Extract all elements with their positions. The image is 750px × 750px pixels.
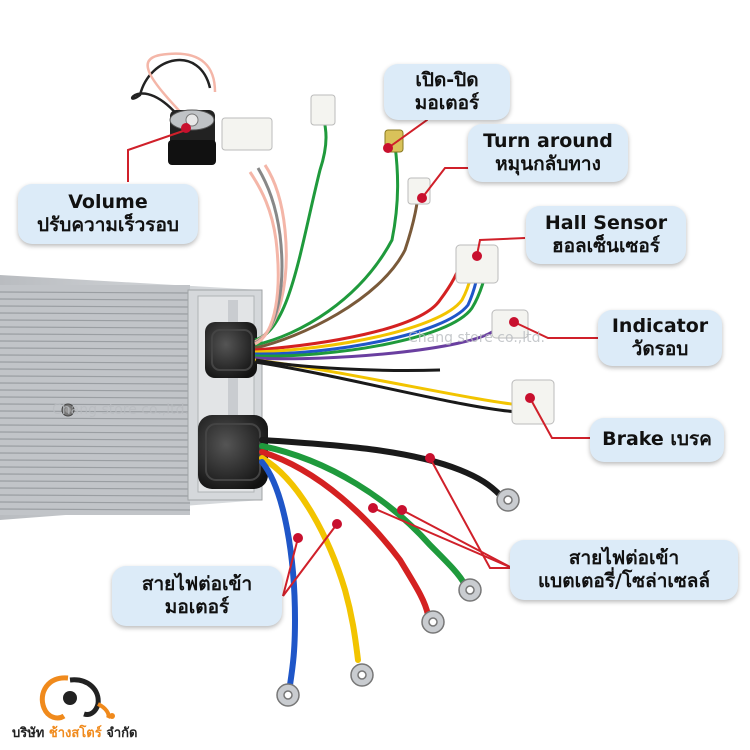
watermark-text: Chang store co.,ltd. <box>408 330 545 346</box>
callout-volume: Volume ปรับความเร็วรอบ <box>18 184 198 244</box>
volume-connector <box>221 117 273 151</box>
fin-line <box>0 389 191 392</box>
callout-line: วัดรอบ <box>631 338 689 360</box>
fin-line <box>0 319 191 322</box>
motor-switch-connector <box>310 94 336 126</box>
fin-line <box>0 312 191 315</box>
callout-line: สายไฟต่อเข้า <box>141 572 253 595</box>
fin-line <box>0 333 191 336</box>
fin-line <box>0 424 191 427</box>
fin-line <box>0 305 191 308</box>
controller-body <box>0 275 268 520</box>
fin-line <box>0 396 191 399</box>
callout-motor-wires: สายไฟต่อเข้า มอเตอร์ <box>112 566 282 626</box>
fin-line <box>0 403 191 406</box>
callout-line: มอเตอร์ <box>164 596 230 618</box>
company-suffix: จำกัด <box>106 726 138 741</box>
callout-line: Volume <box>68 190 148 213</box>
callout-battery-wires: สายไฟต่อเข้า แบตเตอรี่/โซล่าเซลล์ <box>510 540 738 600</box>
leader-dots <box>181 123 535 543</box>
callout-indicator: Indicator วัดรอบ <box>598 310 722 366</box>
company-prefix: บริษัท <box>12 726 45 741</box>
callout-line: เปิด-ปิด <box>415 68 479 91</box>
fin-line <box>0 340 191 343</box>
fin-line <box>0 410 191 413</box>
fin-line <box>0 501 191 504</box>
fin-line <box>0 298 191 301</box>
fin-line <box>0 361 191 364</box>
fin-line <box>0 480 191 483</box>
upper-cable-gland <box>205 322 257 378</box>
callout-line: Brake เบรค <box>602 428 712 451</box>
fin-line <box>0 375 191 378</box>
fin-line <box>0 494 191 497</box>
hall-sensor-connector <box>455 244 499 284</box>
fin-line <box>0 438 191 441</box>
fin-line <box>0 368 191 371</box>
fin-line <box>0 487 191 490</box>
fin-line <box>0 466 191 469</box>
callout-motor-switch: เปิด-ปิด มอเตอร์ <box>384 64 510 120</box>
callout-brake: Brake เบรค <box>590 418 724 462</box>
company-brand: ช้างสโตร์ <box>48 726 102 741</box>
ring-terminals <box>276 488 520 707</box>
fin-line <box>0 431 191 434</box>
callout-line: หมุนกลับทาง <box>495 153 601 175</box>
fin-line <box>0 354 191 357</box>
callout-line: ปรับความเร็วรอบ <box>37 214 179 236</box>
fin-line <box>0 452 191 455</box>
callout-line: มอเตอร์ <box>414 92 480 114</box>
fin-line <box>0 382 191 385</box>
fin-line <box>0 508 191 511</box>
callout-hall-sensor: Hall Sensor ฮอลเซ็นเซอร์ <box>526 206 686 264</box>
callout-line: แบตเตอรี่/โซล่าเซลล์ <box>537 570 711 592</box>
fin-line <box>0 459 191 462</box>
callout-turn-around: Turn around หมุนกลับทาง <box>468 124 628 182</box>
leader-lines <box>127 95 612 597</box>
fin-line <box>0 473 191 476</box>
heat-sink-fins <box>0 285 191 515</box>
lower-cable-gland <box>198 415 268 489</box>
callout-line: สายไฟต่อเข้า <box>568 546 680 569</box>
callout-line: ฮอลเซ็นเซอร์ <box>551 235 661 257</box>
fin-line <box>0 445 191 448</box>
throttle-potentiometer <box>130 52 273 165</box>
callout-line: Turn around <box>483 129 613 152</box>
fin-line <box>0 347 191 350</box>
company-name: บริษัท ช้างสโตร์ จำกัด <box>12 722 137 743</box>
fin-line <box>0 326 191 329</box>
watermark-text: Chang store co.,ltd. <box>52 402 189 418</box>
elephant-logo-icon <box>39 675 115 721</box>
signal-wires <box>248 114 521 414</box>
callout-line: Hall Sensor <box>544 211 668 234</box>
fin-line <box>0 417 191 420</box>
power-wires <box>259 437 503 688</box>
callout-line: Indicator <box>611 314 709 337</box>
fin-line <box>0 291 191 294</box>
